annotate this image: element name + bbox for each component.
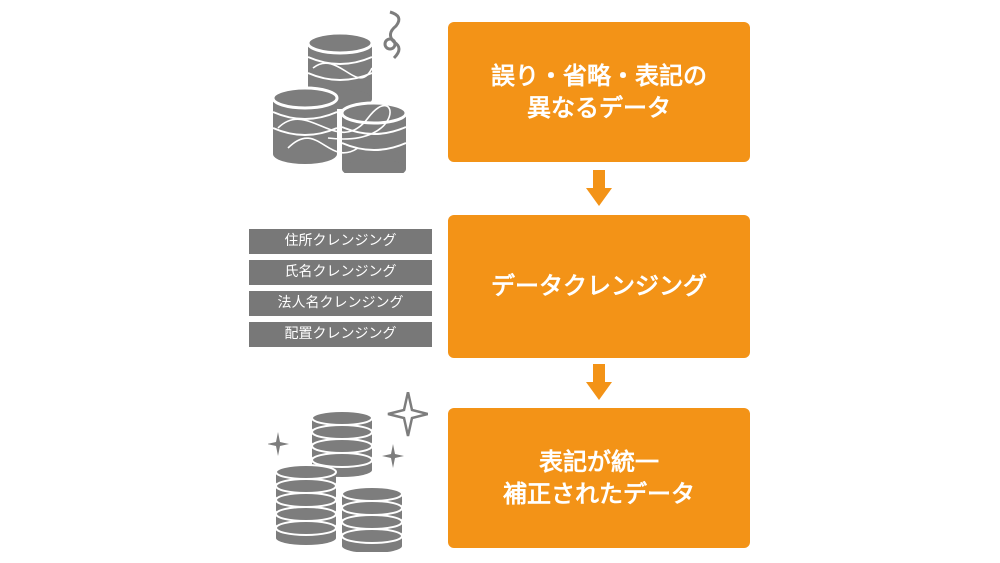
clean-database-stacks-icon	[267, 391, 429, 554]
messy-database-stacks-icon	[268, 8, 428, 181]
step-1-line-1: 誤り・省略・表記の	[491, 61, 707, 90]
cleansing-type-name: 氏名クレンジング	[249, 260, 432, 285]
cleansing-type-placement: 配置クレンジング	[249, 322, 432, 347]
cleansing-types-list: 住所クレンジング 氏名クレンジング 法人名クレンジング 配置クレンジング	[249, 229, 432, 353]
step-2-label: データクレンジング	[491, 272, 707, 301]
cleansing-type-company-name: 法人名クレンジング	[249, 291, 432, 316]
cleansing-type-address: 住所クレンジング	[249, 229, 432, 254]
step-normalized-data-box: 表記が統一 補正されたデータ	[448, 408, 750, 548]
step-3-line-1: 表記が統一	[539, 447, 659, 476]
step-1-line-2: 異なるデータ	[527, 94, 671, 122]
step-3-line-2: 補正されたデータ	[503, 480, 695, 508]
arrow-down-icon	[586, 170, 612, 206]
step-data-cleansing-box: データクレンジング	[448, 215, 750, 358]
arrow-down-icon	[586, 364, 612, 400]
step-input-data-box: 誤り・省略・表記の 異なるデータ	[448, 22, 750, 162]
